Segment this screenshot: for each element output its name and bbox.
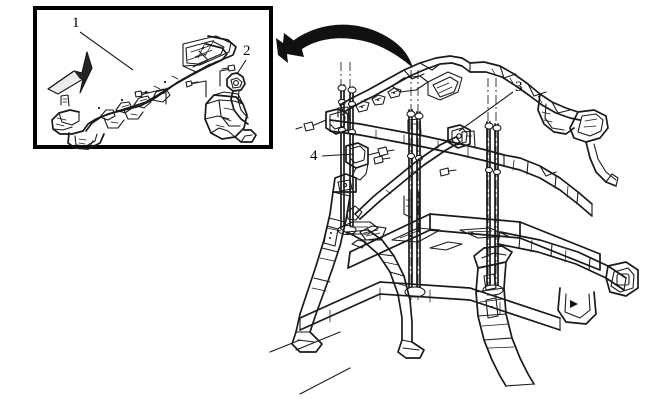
alignment-fastener-clamp (345, 142, 395, 181)
leader-3 (458, 91, 514, 132)
callout-label-1: 1 (72, 15, 80, 31)
callout-label-3: 3 (515, 79, 523, 95)
leader-4 (321, 153, 355, 157)
centre-lower-strut (403, 189, 420, 233)
inset-front-side-rail (51, 35, 237, 150)
direction-arrow-3d (47, 51, 93, 95)
inset-detail-box (33, 6, 273, 150)
curved-pointer-arrow (276, 24, 413, 69)
right-wheelhouse-panel (473, 245, 535, 387)
ground-reference-line-3 (299, 367, 351, 395)
callout-label-4: 4 (310, 148, 318, 164)
diagonal-strut-brace (346, 136, 461, 221)
ground-reference-line (269, 339, 301, 353)
upper-tie-bar-assembly (339, 55, 619, 187)
main-assembly-view (269, 55, 639, 395)
alignment-hardware (295, 108, 457, 181)
callout-leader-lines (79, 31, 514, 157)
right-fender-support (503, 154, 593, 217)
bolt-icon-c (134, 90, 149, 98)
left-hinge-pillar (291, 173, 357, 353)
deck-misc-detail (351, 225, 387, 249)
upper-left-clamp (295, 108, 349, 135)
inset-fasteners (134, 64, 236, 105)
crossbeam-bolts (373, 155, 457, 177)
bolt-icon-a (185, 80, 199, 88)
rear-crossmember (497, 231, 639, 325)
upper-tie-bar-bracket (447, 124, 471, 149)
inset-mounting-bracket (204, 72, 257, 143)
bolt-icon-b (221, 64, 236, 72)
leader-1 (79, 31, 134, 71)
leader-2 (236, 59, 247, 75)
upper-rail-detail-cluster (355, 87, 402, 113)
callout-label-2: 2 (243, 43, 251, 59)
ground-reference-line-2 (295, 331, 341, 351)
lower-tie-bar-crossbeam (329, 106, 505, 167)
